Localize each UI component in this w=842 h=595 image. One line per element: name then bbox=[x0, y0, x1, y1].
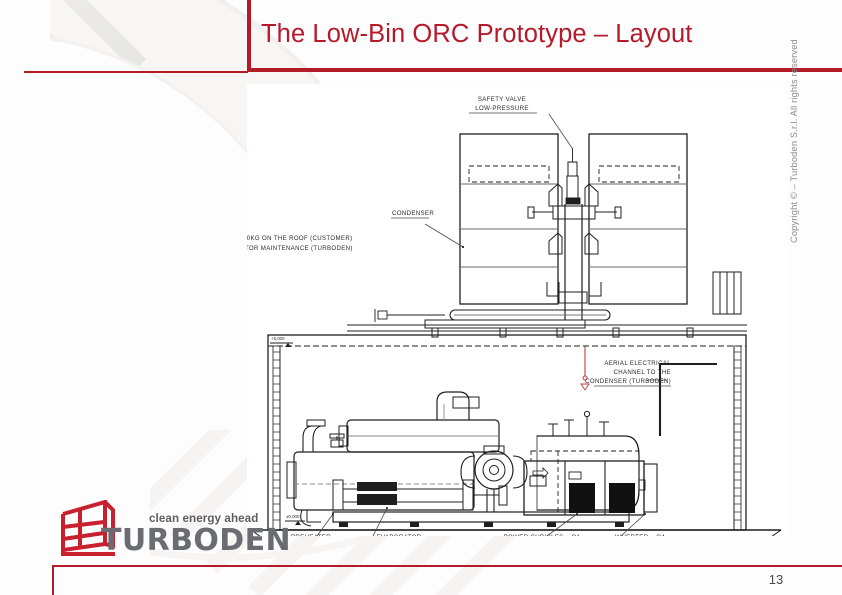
technical-drawing: SAFETY VALVE LOW-PRESSURE CONDENSER 00KG… bbox=[247, 84, 786, 536]
label-aerial-line1: AERIAL ELECTRICAL bbox=[604, 360, 671, 367]
header-accent-rule bbox=[24, 71, 248, 73]
label-roof-note-line2: ATOR MAINTENANCE (TURBODEN) bbox=[247, 245, 353, 252]
turboden-logo-mark bbox=[61, 500, 115, 556]
turboden-logo: clean energy ahead TURBODEN bbox=[57, 498, 291, 560]
page-title: The Low-Bin ORC Prototype – Layout bbox=[261, 20, 693, 48]
footer-accent-rule bbox=[52, 565, 842, 567]
label-elevation-upper: +5,000 bbox=[271, 336, 285, 341]
copyright-text: Copyright © – Turboden S.r.l. All rights… bbox=[789, 39, 799, 243]
title-frame bbox=[247, 0, 842, 72]
label-inverter: INVERTER – Q4 bbox=[615, 534, 665, 536]
label-condenser: CONDENSER bbox=[392, 210, 434, 217]
label-elevation-lower: ±0,000 bbox=[286, 514, 300, 519]
label-preheater: PREHEATER bbox=[291, 534, 331, 536]
logo-tagline: clean energy ahead bbox=[149, 512, 259, 525]
footer-accent-vertical bbox=[52, 565, 55, 595]
logo-wordmark: TURBODEN bbox=[101, 523, 291, 558]
label-safety-valve-line2: LOW-PRESSURE bbox=[475, 105, 529, 112]
label-roof-note-line1: 00KG ON THE ROOF (CUSTOMER) bbox=[247, 235, 352, 242]
label-aerial-line2: CHANNEL TO THE bbox=[614, 369, 672, 376]
label-safety-valve-line1: SAFETY VALVE bbox=[478, 96, 526, 103]
label-evaporator: EVAPORATOR bbox=[377, 534, 422, 536]
label-aerial-line3: CONDENSER (TURBODEN) bbox=[585, 378, 671, 385]
page-number: 13 bbox=[768, 572, 784, 587]
label-power-cubicles: POWER CUBICLES – Q1 bbox=[504, 534, 581, 536]
